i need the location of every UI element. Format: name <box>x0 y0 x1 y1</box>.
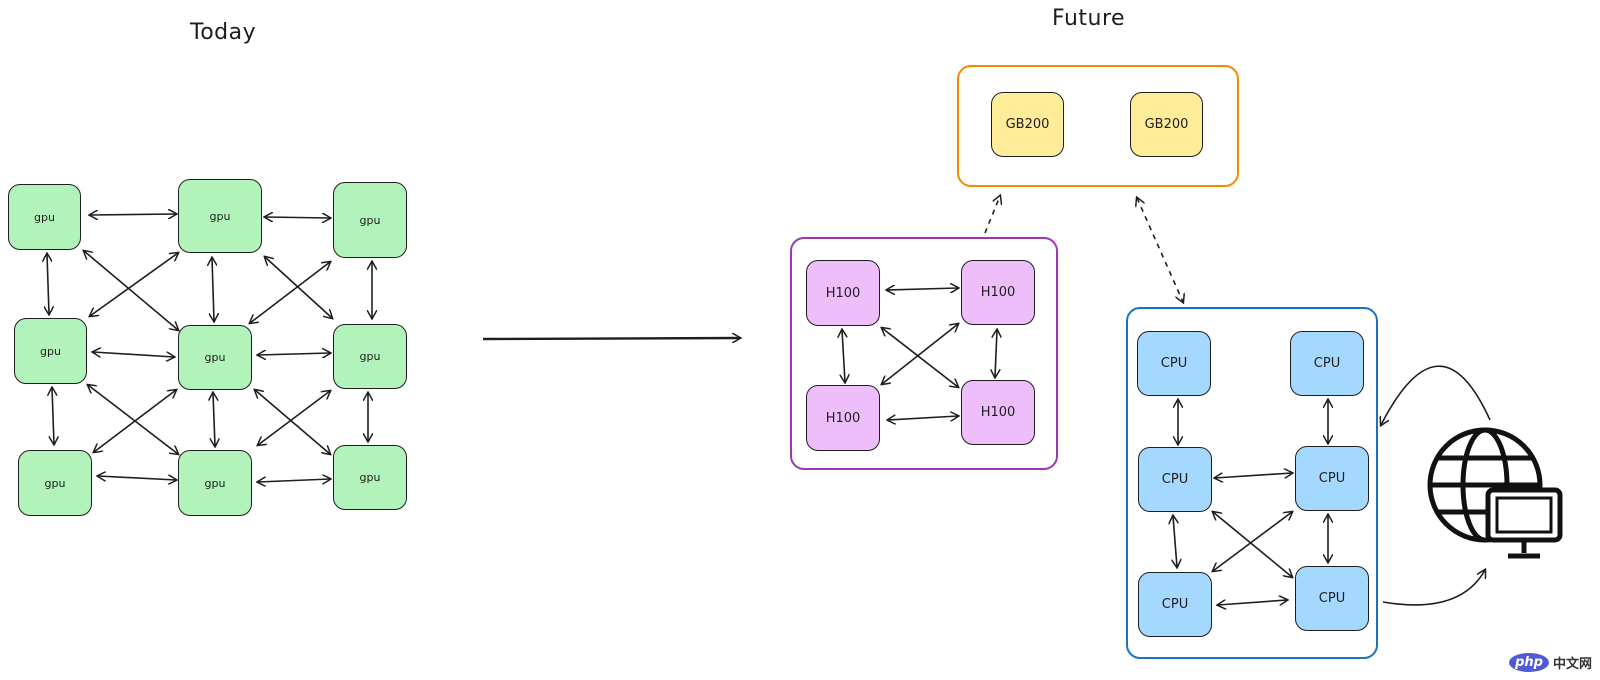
gpu-node: gpu <box>178 325 252 390</box>
gb200-group <box>957 65 1239 187</box>
h100-node: H100 <box>961 260 1035 325</box>
gpu-node: gpu <box>14 318 87 384</box>
gpu-node: gpu <box>8 184 81 250</box>
connector-arrow <box>265 217 330 218</box>
cpu-node: CPU <box>1138 447 1212 512</box>
globe-with-computer-icon <box>1427 427 1563 559</box>
connector-arrow <box>1215 473 1292 478</box>
gb200-node: GB200 <box>991 92 1064 157</box>
gpu-node: gpu <box>333 445 407 510</box>
connector-arrow <box>94 390 176 452</box>
gpu-node: gpu <box>333 324 407 389</box>
cpu-group <box>1126 307 1378 659</box>
gpu-node: gpu <box>178 450 252 516</box>
h100-node: H100 <box>961 380 1035 445</box>
curved-arrow <box>1382 570 1485 606</box>
cpu-node: CPU <box>1137 331 1211 396</box>
connector-arrow <box>1218 600 1287 605</box>
connector-arrow <box>88 385 178 454</box>
h100-node: H100 <box>806 385 880 451</box>
connector-arrow <box>250 262 330 323</box>
connector-arrow <box>842 330 845 382</box>
dashed-arrow <box>984 196 1000 234</box>
dashed-arrow <box>1137 198 1183 302</box>
cpu-node: CPU <box>1295 446 1369 511</box>
gpu-node: gpu <box>18 450 92 516</box>
connector-arrow <box>887 288 958 290</box>
gb200-node: GB200 <box>1130 92 1203 157</box>
connector-arrow <box>1173 516 1177 567</box>
gpu-node: gpu <box>333 182 407 258</box>
connector-arrow <box>90 214 176 215</box>
connector-arrow <box>52 388 54 444</box>
connector-arrow <box>888 416 958 420</box>
connector-arrow <box>265 257 332 318</box>
cpu-node: CPU <box>1290 331 1364 396</box>
connector-arrow <box>93 352 174 357</box>
connector-arrow <box>98 476 176 480</box>
curved-arrow <box>1381 365 1491 425</box>
connector-arrow <box>258 391 330 445</box>
gpu-node: gpu <box>178 179 262 253</box>
watermark: php 中文网 <box>1509 653 1592 672</box>
watermark-text: 中文网 <box>1552 657 1592 672</box>
h100-group <box>790 237 1058 470</box>
connector-arrow <box>1213 512 1292 571</box>
cpu-node: CPU <box>1138 572 1212 637</box>
connector-arrow <box>258 353 330 355</box>
cpu-node: CPU <box>1295 566 1369 631</box>
connector-arrow <box>212 258 214 321</box>
transition-arrow <box>482 338 740 339</box>
connector-arrow <box>995 330 997 377</box>
connector-arrow <box>47 254 49 314</box>
connector-arrow <box>213 393 215 446</box>
connector-arrow <box>882 324 958 384</box>
connector-arrow <box>258 479 330 482</box>
future-title: Future <box>1052 6 1126 31</box>
watermark-logo: php <box>1509 653 1549 672</box>
today-title: Today <box>190 20 257 45</box>
h100-node: H100 <box>806 260 880 326</box>
connector-arrow <box>90 253 178 316</box>
